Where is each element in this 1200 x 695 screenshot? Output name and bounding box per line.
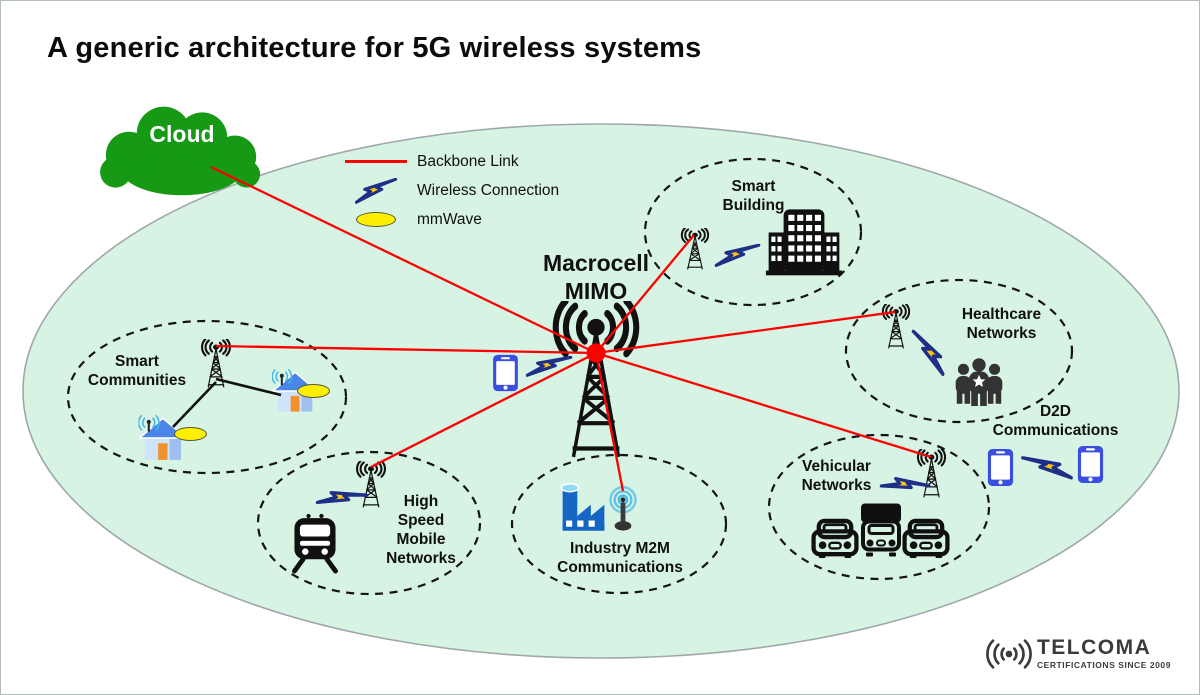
truck-icon xyxy=(856,500,906,560)
legend-label-backbone: Backbone Link xyxy=(417,152,519,170)
smart-communities-label: Smart Communities xyxy=(87,353,187,389)
phone-icon xyxy=(1077,445,1104,484)
high-speed-label: High Speed Mobile Networks xyxy=(386,493,456,567)
vehicular-label: Vehicular Networks xyxy=(801,458,872,494)
legend-row-backbone: Backbone Link xyxy=(339,148,559,175)
building-icon xyxy=(765,209,843,276)
antenna-tower-icon xyxy=(198,339,234,388)
d2d-label: D2D Communications xyxy=(992,403,1119,439)
telcoma-logo: TELCOMA CERTIFICATIONS SINCE 2009 xyxy=(986,637,1171,670)
legend-label-wireless: Wireless Connection xyxy=(417,181,560,199)
people-icon xyxy=(955,358,1003,406)
lightning-icon xyxy=(353,178,399,204)
mmwave-icon xyxy=(297,384,330,398)
mmwave-icon xyxy=(356,212,396,227)
industry-m2m-label: Industry M2M Communications xyxy=(557,540,683,576)
mmwave-icon xyxy=(174,427,207,441)
m2m-antenna-icon xyxy=(609,486,637,531)
legend-label-mmwave: mmWave xyxy=(417,210,482,228)
car-icon xyxy=(902,518,950,558)
legend-row-wireless: Wireless Connection xyxy=(339,177,559,204)
legend: Backbone Link Wireless Connection mmWave xyxy=(339,148,559,235)
car-icon xyxy=(811,518,859,558)
backbone-link-line-icon xyxy=(345,160,407,163)
logo-name: TELCOMA xyxy=(1036,636,1152,659)
phone-icon xyxy=(987,448,1014,487)
macrocell-label: Macrocell MIMO xyxy=(542,250,650,304)
lightning-icon xyxy=(714,240,761,271)
legend-row-mmwave: mmWave xyxy=(339,206,559,233)
healthcare-label: Healthcare Networks xyxy=(961,306,1042,342)
cloud-label: Cloud xyxy=(149,121,215,147)
antenna-tower-icon xyxy=(678,228,712,270)
cloud: Cloud xyxy=(89,97,275,203)
train-icon xyxy=(292,513,338,574)
signal-icon xyxy=(986,638,1032,669)
page-title: A generic architecture for 5G wireless s… xyxy=(47,32,702,64)
phone-icon xyxy=(492,354,519,392)
logo-tagline: CERTIFICATIONS SINCE 2009 xyxy=(1036,660,1171,670)
cloud-icon xyxy=(100,106,261,196)
